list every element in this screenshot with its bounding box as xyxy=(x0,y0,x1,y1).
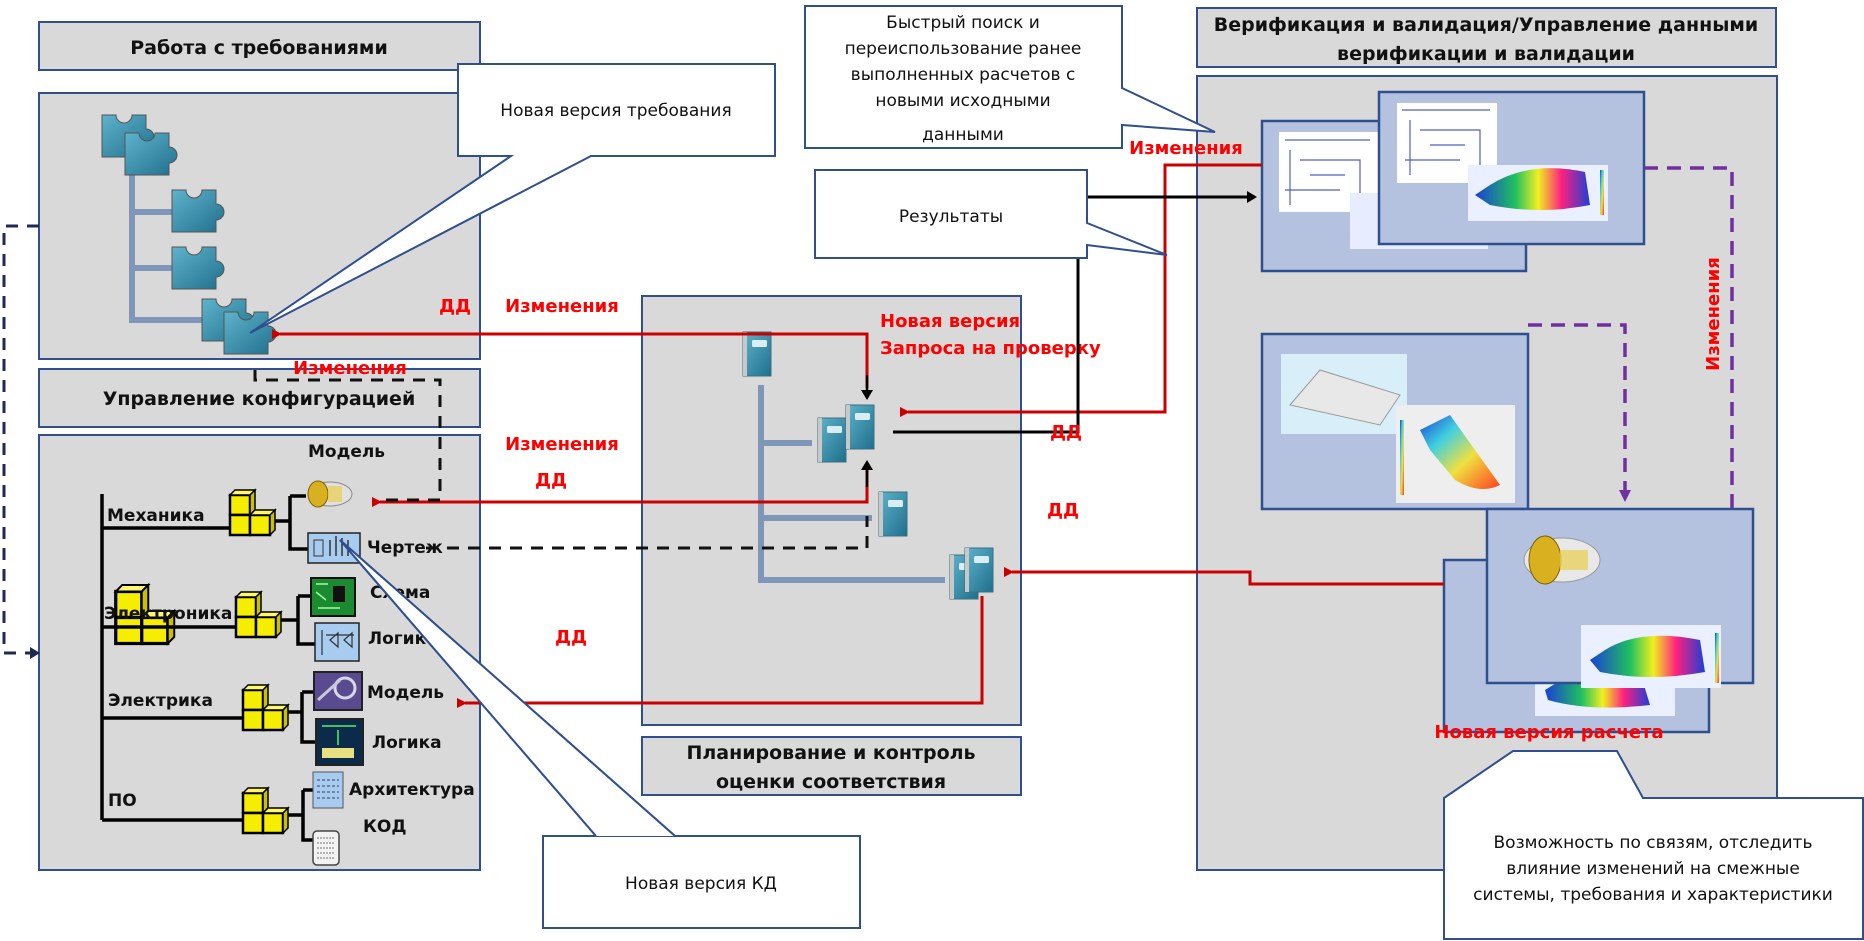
dd-label-model: ДД xyxy=(535,470,567,491)
schematic-board-icon xyxy=(310,577,356,617)
drawing-icon xyxy=(307,532,361,564)
request-book-icon xyxy=(742,331,772,377)
requirements-to-config-link xyxy=(2,224,40,659)
dd-label-results: ДД xyxy=(1050,422,1082,443)
planning-title-box xyxy=(641,736,1022,796)
planning-section: Планирование и контроль оценки соответст… xyxy=(641,295,1101,796)
callout-new-requirement-text: Новая версия требования xyxy=(500,101,731,121)
new-request-label-line1: Новая версия xyxy=(880,311,1020,332)
drawing-to-planning-link xyxy=(426,516,869,550)
callout-traceability-line1: Возможность по связям, отследить xyxy=(1494,833,1813,853)
callout-traceability: Возможность по связям, отследить влияние… xyxy=(1443,750,1864,940)
request-book-icon xyxy=(878,491,908,537)
calc-card-new-version xyxy=(1485,507,1755,688)
dd-arrow-to-electrical xyxy=(457,596,984,708)
changes-label-verification: Изменения xyxy=(1129,138,1243,159)
software-tree xyxy=(288,788,315,842)
branch-label-electronics: Электроника xyxy=(104,604,232,624)
callout-results: Результаты xyxy=(814,169,1168,259)
leaf-label-model: Модель xyxy=(308,442,385,462)
changes-label-vertical: Изменения xyxy=(1703,257,1724,371)
callout-quick-search: Быстрый поиск и переиспользование ранее … xyxy=(804,5,1216,149)
callout-new-kd: Новая версия КД xyxy=(339,539,861,929)
planning-tree-lines xyxy=(758,385,945,583)
planning-title-line2: оценки соответствия xyxy=(716,771,946,793)
requirements-title-box xyxy=(38,21,481,71)
changes-label-config: Изменения xyxy=(293,358,407,379)
config-model-dashed-link xyxy=(253,370,442,502)
architecture-doc-icon xyxy=(312,771,344,809)
request-book-icon xyxy=(817,417,847,463)
harness-model-icon xyxy=(313,671,363,711)
changes-arrow-to-request xyxy=(900,163,1262,417)
requirements-tree-lines xyxy=(129,170,205,323)
results-link-vertical xyxy=(893,252,1080,434)
callout-quick-search-line1: Быстрый поиск и xyxy=(886,13,1040,33)
changes-label-model: Изменения xyxy=(505,434,619,455)
engine-model-icon xyxy=(307,480,353,508)
dd-label-calc: ДД xyxy=(1047,500,1079,521)
branch-label-mechanics: Механика xyxy=(107,506,205,526)
request-book-icon xyxy=(964,547,994,593)
logic-diagram-icon xyxy=(314,622,360,662)
leaf-label-electrical-model: Модель xyxy=(367,683,444,703)
calc-to-planning-arrow xyxy=(1004,567,1444,586)
mechanics-tree xyxy=(275,494,308,551)
callout-traceability-line3: системы, требования и характеристики xyxy=(1473,885,1833,905)
leaf-label-architecture: Архитектура xyxy=(349,780,475,800)
dd-label-electrical: ДД xyxy=(555,627,587,648)
callout-traceability-line2: влияние изменений на смежные xyxy=(1506,859,1800,879)
changes-arrow-to-requirement xyxy=(272,329,869,388)
verification-section: Верификация и валидация/Управление данны… xyxy=(1196,7,1778,871)
calc-card-blade xyxy=(1260,332,1530,511)
request-book-icon-new-version xyxy=(845,404,875,450)
leaf-label-electrical-logic: Логика xyxy=(372,733,442,753)
new-calc-label: Новая версия расчета xyxy=(1434,722,1663,743)
verification-title-line2: верификации и валидации xyxy=(1337,43,1635,65)
verification-title-box xyxy=(1196,7,1777,68)
configuration-section: Управление конфигурацией Механика Модель… xyxy=(38,368,481,871)
heatmap-to-new-calc-link xyxy=(1644,166,1734,509)
callout-quick-search-line4: новыми исходными xyxy=(875,91,1050,111)
leaf-label-drawing: Чертеж xyxy=(367,538,443,558)
callout-new-requirement: Новая версия требования xyxy=(249,63,776,334)
requirements-title: Работа с требованиями xyxy=(130,37,388,59)
configuration-title: Управление конфигурацией xyxy=(103,388,416,410)
callout-quick-search-line2: переиспользование ранее xyxy=(845,39,1082,59)
electrical-tree xyxy=(288,690,317,744)
calc-card-heatmap xyxy=(1377,90,1646,246)
config-tree-lines xyxy=(100,494,243,822)
changes-label-requirements: Изменения xyxy=(505,296,619,317)
blade-to-new-calc-link xyxy=(1528,323,1631,502)
dd-label-requirements: ДД xyxy=(439,296,471,317)
callout-results-text: Результаты xyxy=(899,207,1003,227)
verification-title-line1: Верификация и валидация/Управление данны… xyxy=(1214,14,1759,36)
electrical-logic-icon xyxy=(315,718,364,766)
callout-quick-search-line3: выполненных расчетов с xyxy=(851,65,1076,85)
branch-label-software: ПО xyxy=(108,791,137,811)
callout-new-kd-text: Новая версия КД xyxy=(625,874,777,894)
new-request-label-line2: Запроса на проверку xyxy=(880,338,1101,359)
electronics-tree xyxy=(281,594,315,646)
configuration-title-box xyxy=(38,368,481,428)
code-file-icon xyxy=(312,830,340,866)
branch-label-electrical: Электрика xyxy=(108,691,213,711)
planning-panel xyxy=(641,295,1022,726)
callout-quick-search-line5: данными xyxy=(922,125,1004,145)
requirements-section: Работа с требованиями xyxy=(38,21,481,360)
leaf-label-code: КОД xyxy=(363,817,407,837)
planning-title-line1: Планирование и контроль xyxy=(686,742,975,764)
